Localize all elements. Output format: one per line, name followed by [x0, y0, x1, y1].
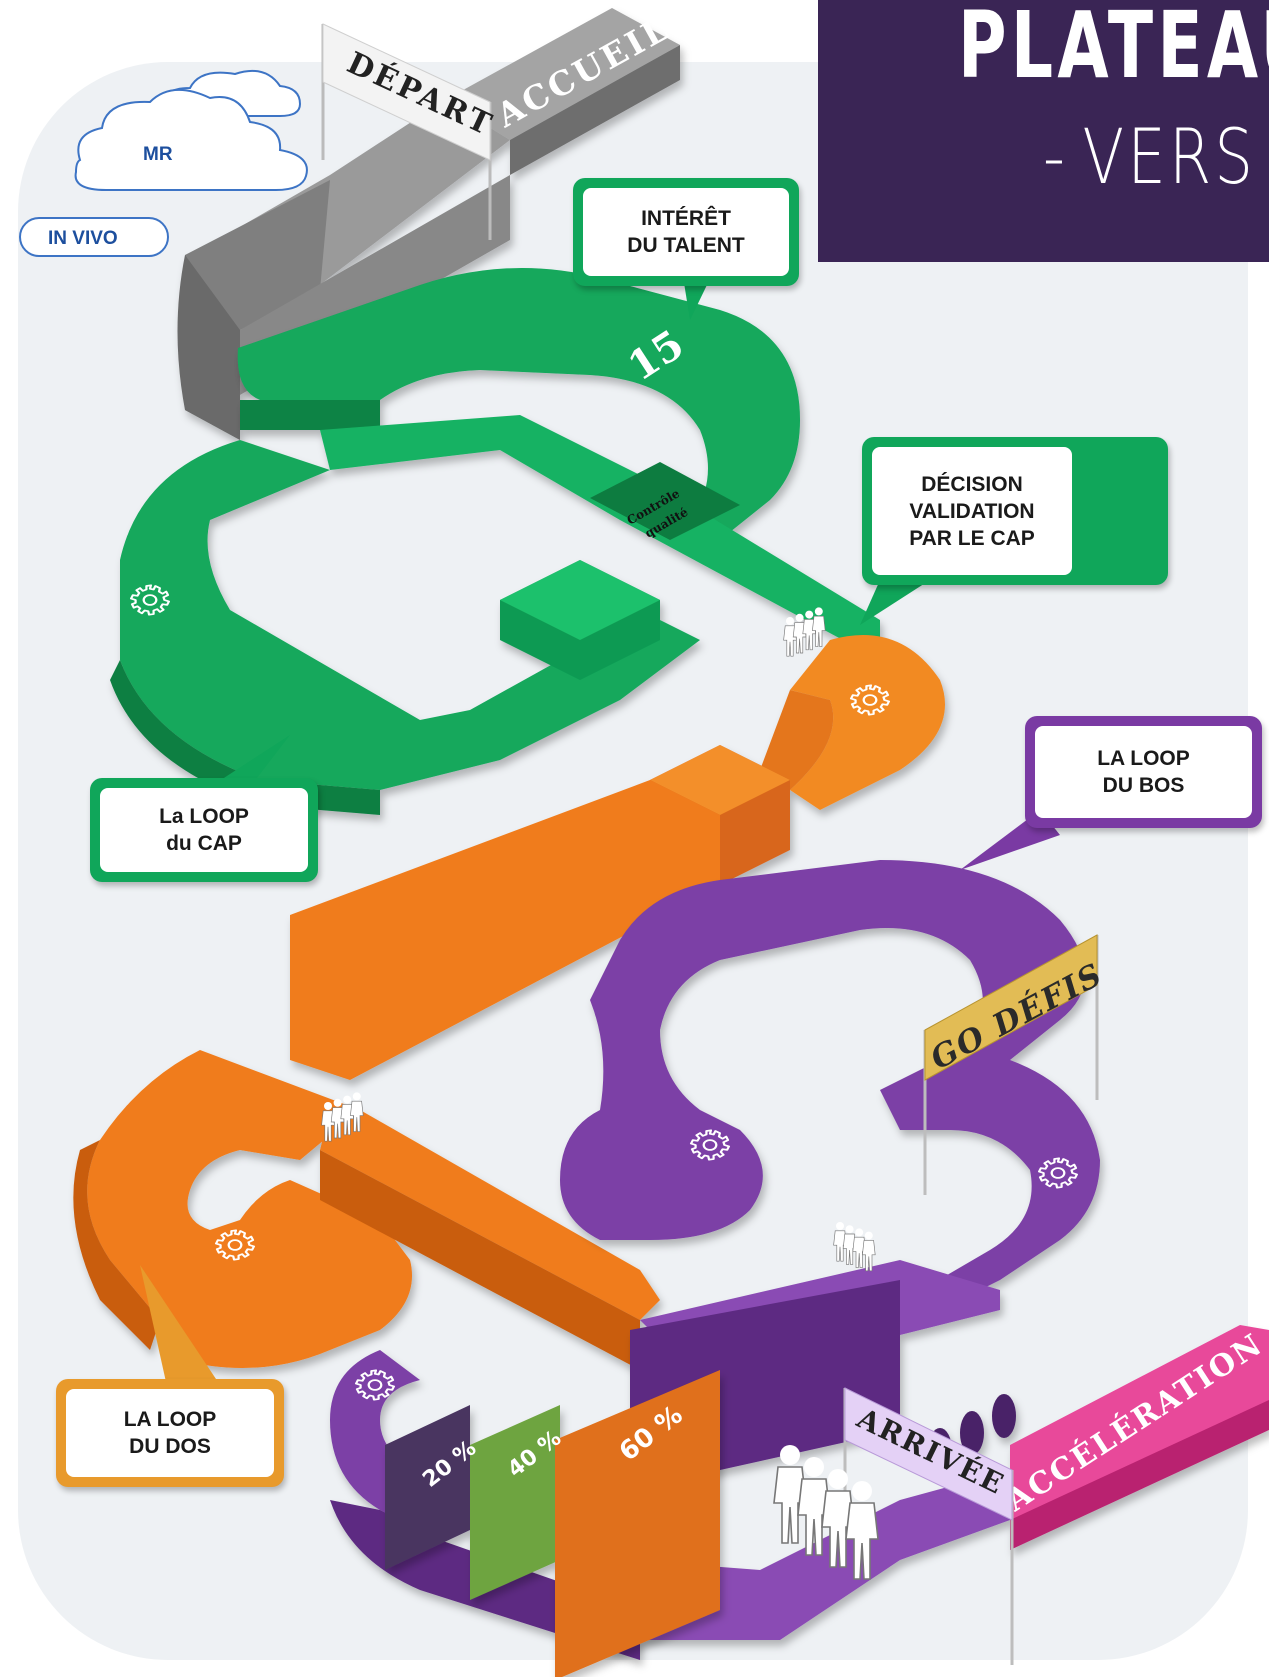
- title-sub-dash: -: [1043, 112, 1069, 201]
- callout-interet-du-talent: INTÉRÊT DU TALENT: [573, 178, 799, 286]
- progress-blocks: [385, 1370, 720, 1677]
- callout-loop-dos-line2: DU DOS: [129, 1435, 211, 1458]
- cloud-label-mr: MR: [143, 144, 173, 165]
- progress-block-20: [385, 1405, 470, 1570]
- callout-loop-bos: LA LOOP DU BOS: [1025, 716, 1262, 828]
- flag-icon-go-defis: [923, 934, 1099, 1195]
- callout-decision-line2: VALIDATION: [909, 499, 1035, 523]
- callout-decision-line1: DÉCISION: [921, 472, 1023, 496]
- flag-icon-depart: [321, 23, 492, 240]
- callout-interet-line1: INTÉRÊT: [641, 207, 731, 230]
- callout-loop-bos-line2: DU BOS: [1102, 774, 1185, 797]
- callout-loop-cap: La LOOP du CAP: [90, 778, 318, 882]
- callout-pointer-decision: [860, 580, 930, 625]
- title-sub: -VERS: [1043, 112, 1256, 201]
- accueil-block: [177, 8, 680, 440]
- orange-track: [73, 635, 945, 1370]
- progress-block-40: [470, 1405, 560, 1600]
- callout-loop-cap-line1: La LOOP: [159, 805, 249, 828]
- callout-pointer-loop-dos: [140, 1265, 230, 1400]
- callout-loop-bos-line1: LA LOOP: [1097, 747, 1190, 770]
- title-main: PLATEAU: [958, 0, 1269, 99]
- callout-decision-validation: DÉCISION VALIDATION PAR LE CAP: [862, 437, 1168, 585]
- cloud-icon-mr: [74, 88, 308, 191]
- callout-decision-line3: PAR LE CAP: [909, 526, 1035, 550]
- callout-loop-cap-line2: du CAP: [166, 832, 242, 855]
- callout-interet-line2: DU TALENT: [627, 234, 745, 257]
- cloud-label-in-vivo: IN VIVO: [48, 228, 118, 249]
- acceleration-block: [1010, 1325, 1269, 1550]
- progress-block-60: [555, 1370, 720, 1677]
- callout-loop-dos-line1: LA LOOP: [123, 1408, 217, 1431]
- title-box: PLATEAU -VERS: [818, 0, 1269, 262]
- cloud-icon-in-vivo: [19, 217, 169, 257]
- title-sub-text: VERS: [1082, 112, 1257, 201]
- callout-loop-dos: LA LOOP DU DOS: [56, 1379, 284, 1487]
